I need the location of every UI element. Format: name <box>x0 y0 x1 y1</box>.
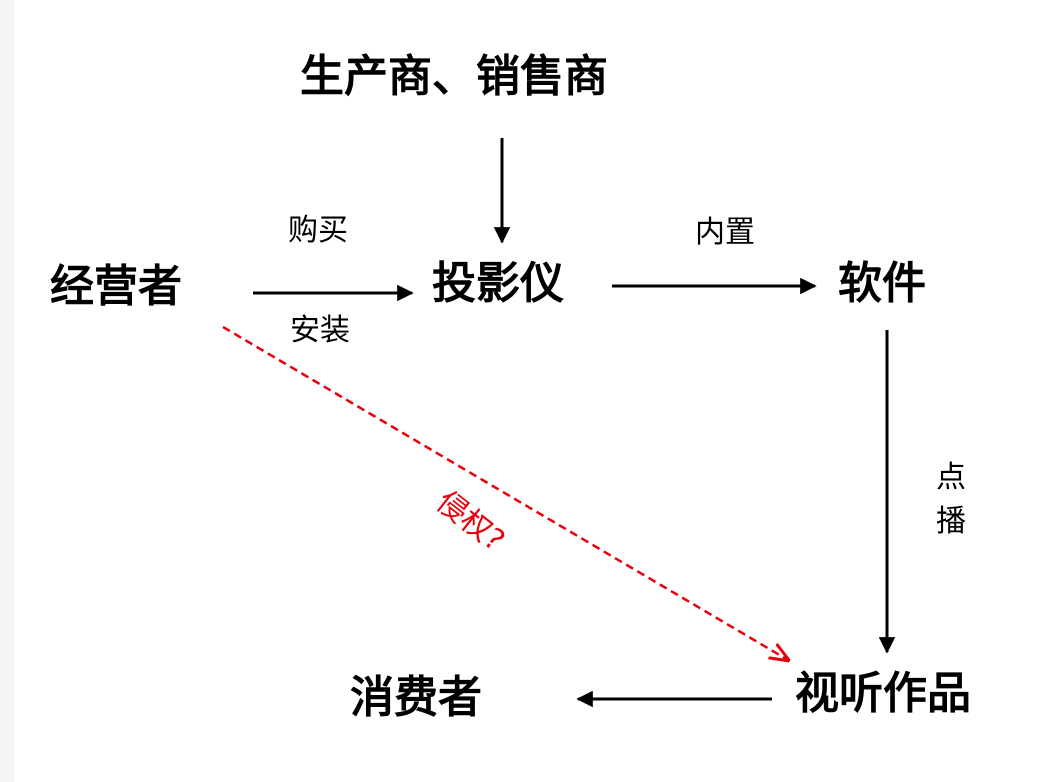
label-builtin: 内置 <box>695 215 755 250</box>
label-ondemand: 点播 <box>936 460 966 539</box>
node-operator: 经营者 <box>50 261 182 312</box>
node-works: 视听作品 <box>795 668 971 719</box>
node-software: 软件 <box>838 258 926 309</box>
arrow-operator-to-works-dashed <box>222 325 788 660</box>
node-projector: 投影仪 <box>432 258 564 309</box>
label-install: 安装 <box>290 313 350 348</box>
node-consumer: 消费者 <box>350 672 482 723</box>
label-buy: 购买 <box>288 213 348 248</box>
node-producer: 生产商、销售商 <box>300 51 608 102</box>
left-edge-strip <box>0 0 14 782</box>
